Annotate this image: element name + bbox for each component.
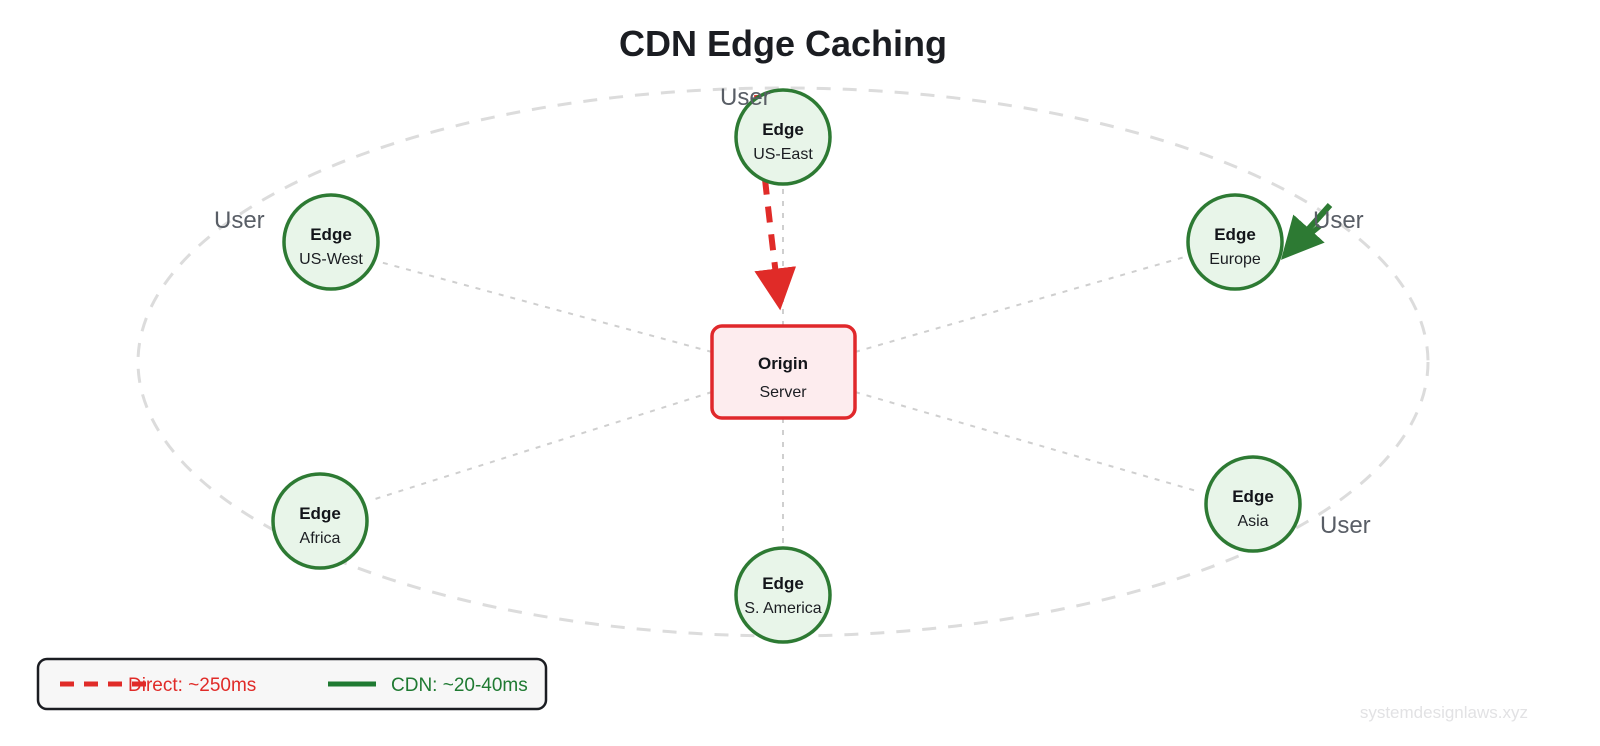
edge-node-us-east-subtitle: US-East [753, 146, 813, 163]
user-label-bottom-right: User [1320, 512, 1371, 539]
user-label-left: User [214, 207, 265, 234]
origin-node-shape[interactable] [710, 324, 857, 420]
edge-node-us-west[interactable]: Edge US-West [282, 193, 380, 291]
user-label-right: User [1313, 207, 1364, 234]
origin-node-title: Origin [758, 354, 808, 373]
page-title: CDN Edge Caching [619, 23, 947, 64]
edge-node-us-west-title: Edge [310, 225, 352, 244]
legend-box [36, 657, 548, 711]
edge-node-africa-subtitle: Africa [300, 530, 341, 547]
edge-node-s-america-shape[interactable] [734, 546, 832, 644]
edge-node-europe-subtitle: Europe [1209, 251, 1261, 268]
edge-node-africa-title: Edge [299, 504, 341, 523]
edge-node-asia-title: Edge [1232, 487, 1274, 506]
cdn-arrow-user-to-europe [1281, 203, 1333, 260]
spoke-origin-europe [854, 255, 1189, 353]
legend: Direct: ~250ms CDN: ~20-40ms [36, 657, 548, 711]
edge-node-s-america[interactable]: Edge S. America [734, 546, 832, 644]
edge-node-us-east-shape[interactable] [734, 88, 832, 186]
edge-node-s-america-title: Edge [762, 574, 804, 593]
edge-node-europe-shape[interactable] [1186, 193, 1284, 291]
edge-node-us-west-shape[interactable] [282, 193, 380, 291]
edge-node-us-east[interactable]: Edge US-East [734, 88, 832, 186]
edge-node-asia[interactable]: Edge Asia [1204, 455, 1302, 553]
edge-node-s-america-subtitle: S. America [744, 600, 821, 617]
watermark: systemdesignlaws.xyz [1360, 703, 1528, 722]
origin-node[interactable]: Origin Server [710, 324, 857, 420]
edge-node-us-east-title: Edge [762, 120, 804, 139]
user-label-top: User [720, 84, 771, 111]
legend-label-direct: Direct: ~250ms [128, 675, 256, 696]
edge-node-africa[interactable]: Edge Africa [271, 472, 369, 570]
spoke-origin-africa [371, 391, 713, 501]
global-network-ring [136, 86, 1430, 638]
edge-node-asia-shape[interactable] [1204, 455, 1302, 553]
edge-node-europe-title: Edge [1214, 225, 1256, 244]
edge-node-africa-shape[interactable] [271, 472, 369, 570]
edge-node-europe[interactable]: Edge Europe [1186, 193, 1284, 291]
origin-node-subtitle: Server [759, 384, 807, 401]
edge-node-us-west-subtitle: US-West [299, 251, 363, 268]
spoke-origin-us-west [379, 261, 713, 353]
edge-node-asia-subtitle: Asia [1237, 513, 1268, 530]
legend-label-cdn: CDN: ~20-40ms [391, 675, 528, 696]
spoke-origin-asia [854, 391, 1201, 493]
